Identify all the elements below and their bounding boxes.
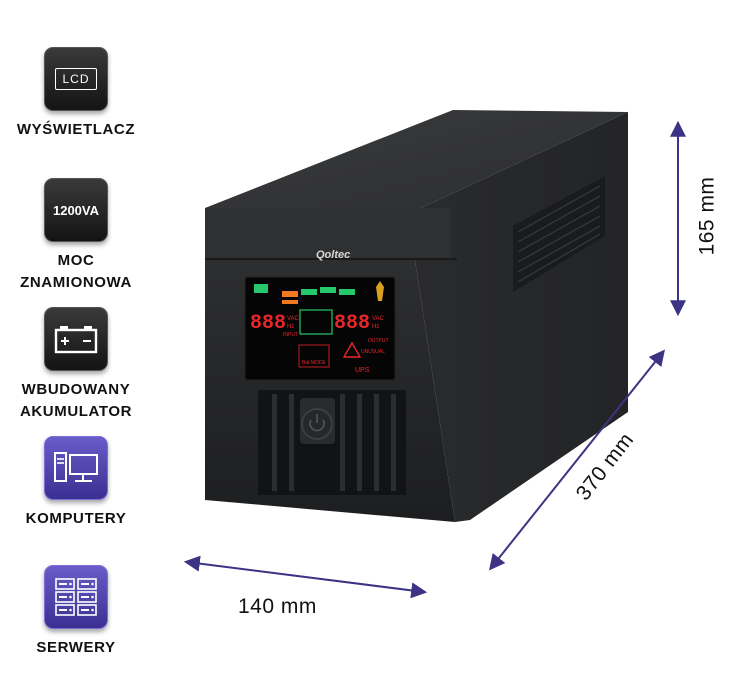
lcd-fault-text: UNUSUAL: [361, 349, 385, 355]
feature-label-servers: SERWERY: [36, 639, 116, 656]
lcd-input-digits: 888: [250, 312, 286, 335]
lcd-ups-text: UPS: [355, 367, 370, 374]
lcd-warning-icon: [342, 341, 362, 358]
brand-logo: Qoltec: [316, 249, 350, 261]
lcd-icon: LCD: [44, 47, 108, 111]
lcd-input-unit-hz: Hz: [287, 324, 294, 330]
lcd-mode-box: [299, 309, 333, 335]
power-button[interactable]: [301, 408, 333, 440]
power-symbol-icon: [309, 419, 325, 432]
lcd-output-caption: OUTPUT: [368, 338, 389, 344]
feature-power: 1200VA MOC ZNAMIONOWA: [0, 178, 152, 294]
feature-label-lcd: WYŚWIETLACZ: [16, 121, 136, 138]
computer-icon: [44, 436, 108, 500]
lcd-bat-mode: Bat MODE: [302, 360, 327, 366]
feature-label-power: MOC ZNAMIONOWA: [20, 252, 132, 291]
lcd-input-caption: INPUT: [283, 332, 298, 338]
power-rating-icon: 1200VA: [44, 178, 108, 242]
feature-label-computers: KOMPUTERY: [25, 510, 127, 527]
lcd-output-unit-hz: Hz: [372, 324, 379, 330]
lcd-battery-icon: [254, 284, 268, 293]
lcd-icon-text: LCD: [55, 68, 97, 90]
power-rating-text: 1200VA: [52, 202, 99, 218]
feature-computers: KOMPUTERY: [0, 436, 152, 530]
lcd-input-unit-vac: VAC: [287, 316, 300, 322]
battery-icon: [44, 307, 108, 371]
width-dimension-arrow: [183, 555, 428, 599]
feature-lcd: LCD WYŚWIETLACZ: [0, 47, 152, 141]
lcd-level-bars: [282, 287, 355, 304]
lcd-output-digits: 888: [334, 312, 370, 335]
feature-servers: SERWERY: [0, 565, 152, 659]
lcd-plug-icon: [376, 281, 384, 301]
lcd-output-unit-vac: VAC: [372, 316, 385, 322]
height-dimension-label: 165 mm: [695, 176, 719, 256]
server-icon: [44, 565, 108, 629]
feature-label-battery: WBUDOWANY AKUMULATOR: [19, 381, 133, 420]
side-vent-grille: [513, 176, 605, 292]
ups-top-face: [205, 110, 628, 214]
width-dimension-label: 140 mm: [238, 595, 317, 618]
lcd-bat-mode-box: [298, 344, 330, 368]
depth-dimension-arrow: [489, 349, 665, 571]
feature-battery: WBUDOWANY AKUMULATOR: [0, 307, 152, 423]
front-bezel: [205, 208, 451, 260]
